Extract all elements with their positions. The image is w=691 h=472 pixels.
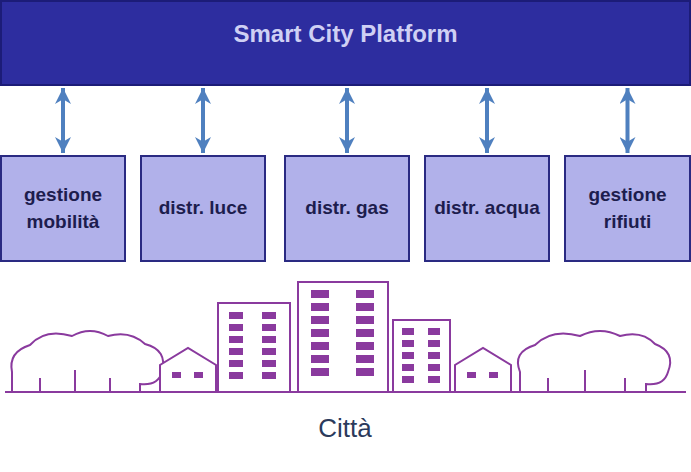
window — [402, 328, 414, 335]
double-arrow — [61, 88, 65, 153]
window — [229, 324, 243, 331]
service-box: distr. acqua — [424, 155, 550, 262]
window — [311, 368, 329, 376]
ground-line — [5, 391, 686, 393]
house-left — [160, 348, 216, 392]
window — [229, 312, 243, 319]
window — [311, 342, 329, 350]
service-label: gestione mobilità — [8, 182, 118, 235]
window — [229, 372, 243, 379]
window — [311, 355, 329, 363]
service-label: distr. gas — [305, 195, 388, 222]
window — [356, 355, 374, 363]
window — [356, 329, 374, 337]
window — [194, 372, 203, 378]
tree-trunks-left — [40, 370, 110, 392]
platform-title: Smart City Platform — [233, 20, 457, 48]
window — [428, 340, 440, 347]
window — [428, 364, 440, 371]
house-right — [455, 348, 511, 392]
window — [311, 316, 329, 324]
service-box: distr. luce — [140, 155, 266, 262]
window — [311, 329, 329, 337]
window — [262, 348, 276, 355]
building-right — [393, 320, 450, 392]
service-box: distr. gas — [284, 155, 410, 262]
window — [402, 340, 414, 347]
window — [311, 303, 329, 311]
double-arrow — [201, 88, 205, 153]
window — [229, 360, 243, 367]
service-label: gestione rifiuti — [572, 182, 683, 235]
window — [262, 372, 276, 379]
double-arrow — [485, 88, 489, 153]
window — [229, 336, 243, 343]
window — [428, 328, 440, 335]
platform-band: Smart City Platform — [0, 0, 691, 86]
window — [262, 324, 276, 331]
service-box: gestione mobilità — [0, 155, 126, 262]
windows — [172, 290, 498, 383]
window — [262, 360, 276, 367]
window — [428, 376, 440, 383]
window — [262, 312, 276, 319]
tree-trunks-right — [548, 370, 625, 392]
window — [356, 342, 374, 350]
window — [356, 316, 374, 324]
window — [311, 290, 329, 298]
window — [356, 290, 374, 298]
trees-right — [518, 331, 670, 392]
service-label: distr. acqua — [434, 195, 540, 222]
building-center — [298, 282, 388, 392]
double-arrow — [345, 88, 349, 153]
window — [172, 372, 181, 378]
window — [402, 352, 414, 359]
window — [262, 336, 276, 343]
building-left — [218, 303, 290, 392]
window — [467, 372, 476, 378]
window — [356, 303, 374, 311]
window — [229, 348, 243, 355]
window — [402, 364, 414, 371]
window — [402, 376, 414, 383]
city-outline — [5, 282, 686, 392]
service-label: distr. luce — [159, 195, 248, 222]
window — [356, 368, 374, 376]
trees-left — [11, 331, 163, 392]
city-label: Città — [318, 413, 371, 444]
window — [489, 372, 498, 378]
service-box: gestione rifiuti — [564, 155, 691, 262]
double-arrow — [626, 88, 630, 153]
window — [428, 352, 440, 359]
